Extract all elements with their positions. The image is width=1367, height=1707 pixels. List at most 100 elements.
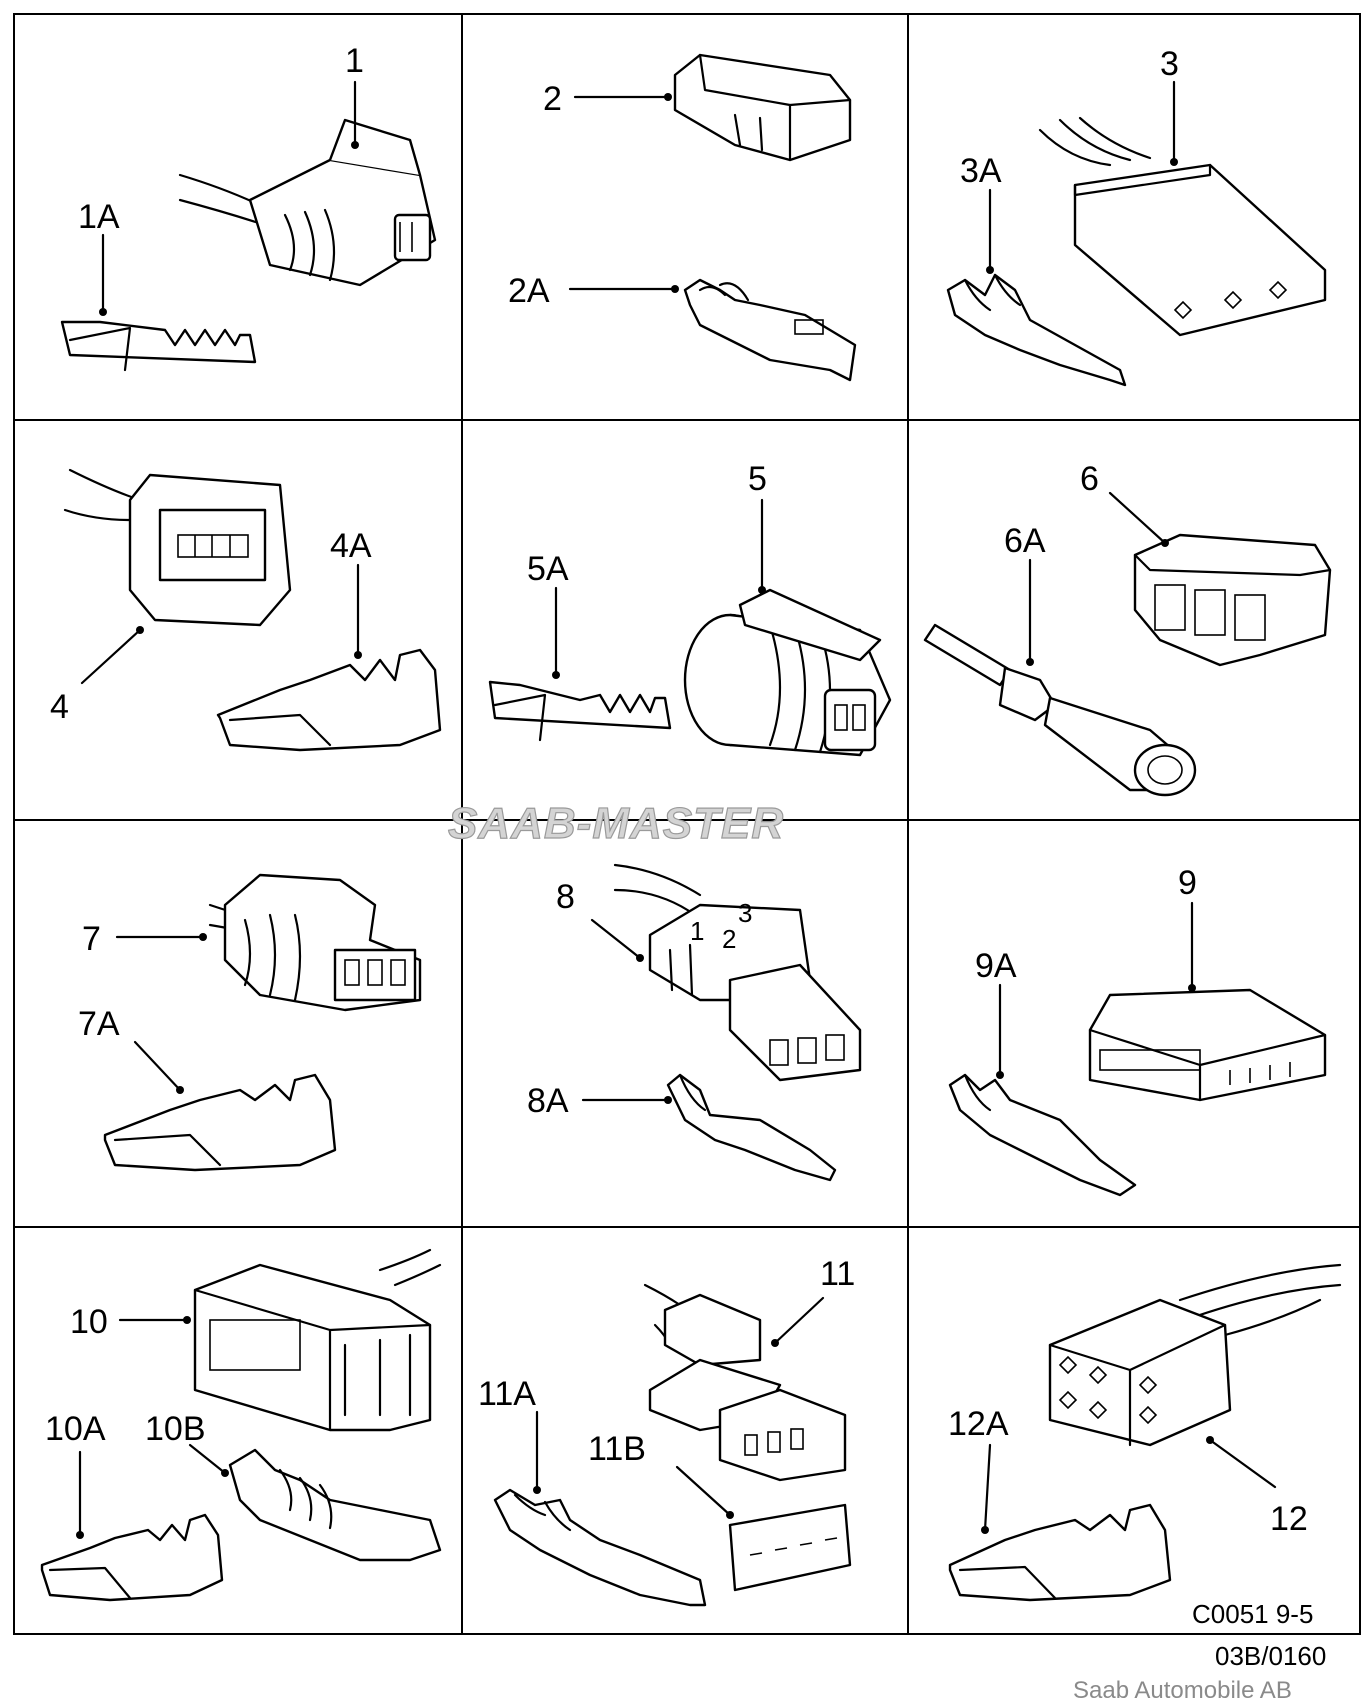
panel-6: 6 6A [923,460,1332,797]
panel-4: 4 4A [50,468,442,752]
terminal-7a-drawing [103,1073,337,1172]
connector-3-drawing [1038,116,1327,337]
label-6a: 6A [1004,522,1046,560]
terminal-5a-drawing [488,680,672,742]
connector-2-drawing [673,53,852,162]
label-9: 9 [1178,864,1197,902]
leader-6 [1108,491,1167,545]
terminal-12a-drawing [948,1503,1172,1602]
connector-6-drawing [1133,533,1332,667]
leader-2a-dot [671,285,679,293]
leader-11 [773,1296,825,1345]
connector-10-drawing [193,1248,442,1432]
label-10b: 10B [145,1410,206,1448]
terminal-2a-drawing [683,278,857,382]
leader-6-dot [1161,539,1169,547]
panel-11: 11 11A 11B [478,1255,855,1607]
connector-4-drawing [63,468,292,627]
label-5: 5 [748,460,767,498]
label-12a: 12A [948,1405,1009,1443]
terminal-11b-drawing [728,1503,852,1592]
terminal-9a-drawing [948,1073,1137,1197]
leader-5a-dot [552,671,560,679]
leader-12 [1208,1438,1277,1489]
leader-6a-dot [1026,658,1034,666]
label-7: 7 [82,920,101,958]
leader-11a-dot [533,1486,541,1494]
panel-8: 1 2 3 8 8A [527,863,862,1182]
leader-2-dot [664,93,672,101]
connector-7-drawing [208,873,422,1012]
leader-10a-dot [76,1531,84,1539]
label-5a: 5A [527,550,569,588]
credit-text: Saab Automobile AB [1073,1677,1292,1704]
panel-2: 2 2A [508,53,857,382]
panel-9: 9 9A [948,864,1327,1197]
label-3: 3 [1160,45,1179,83]
label-10: 10 [70,1303,108,1341]
connector-8-pin-1: 1 [690,916,704,946]
leader-12-dot [1206,1436,1214,1444]
label-3a: 3A [960,152,1002,190]
leader-10-dot [183,1316,191,1324]
leader-8a-dot [664,1096,672,1104]
panel-7: 7 7A [78,873,422,1172]
connector-8-drawing: 1 2 3 [613,863,862,1082]
leader-7-dot [199,933,207,941]
label-6: 6 [1080,460,1099,498]
leader-8 [590,918,642,960]
leader-11-dot [771,1339,779,1347]
label-10a: 10A [45,1410,106,1448]
leader-3a-dot [986,266,994,274]
leader-10b [188,1443,227,1475]
reference-code: C0051 9-5 [1192,1599,1313,1629]
leader-11b-dot [726,1511,734,1519]
connector-5-drawing [683,588,892,757]
label-11a: 11A [478,1375,536,1413]
leader-7a [133,1040,182,1092]
watermark-text: SAAB-MASTER [448,799,784,848]
terminal-1a-drawing [60,320,257,372]
leader-10b-dot [221,1469,229,1477]
label-8: 8 [556,878,575,916]
leader-12a [983,1443,992,1532]
label-7a: 7A [78,1005,120,1043]
label-11: 11 [820,1255,855,1293]
terminal-10b-drawing [228,1448,442,1562]
terminal-4a-drawing [216,648,442,752]
label-8a: 8A [527,1082,569,1120]
label-9a: 9A [975,947,1017,985]
label-2: 2 [543,80,562,118]
panel-grid [13,13,1361,1635]
leader-4-dot [136,626,144,634]
terminal-11a-drawing [493,1488,707,1607]
connector-8-pin-2: 2 [722,924,736,954]
leader-5-dot [758,586,766,594]
leader-4a-dot [354,651,362,659]
label-11b: 11B [588,1430,646,1468]
connector-9-drawing [1088,988,1327,1102]
leader-1a-dot [99,308,107,316]
connector-8-pin-3: 3 [738,898,752,928]
leader-8-dot [636,954,644,962]
leader-9-dot [1188,984,1196,992]
leader-12a-dot [981,1526,989,1534]
label-4a: 4A [330,527,372,565]
terminal-10a-drawing [40,1513,224,1602]
panel-12: 12 12A [948,1263,1342,1602]
connector-11-drawing [643,1283,847,1482]
leader-4 [80,628,142,685]
label-2a: 2A [508,272,550,310]
reference-sheet: 03B/0160 [1215,1641,1326,1671]
terminal-8a-drawing [666,1073,837,1182]
connector-1-drawing [178,118,437,287]
panel-5: 5 5A [488,460,892,757]
panel-10: 10 10A 10B [40,1248,442,1602]
label-1: 1 [345,42,364,80]
panel-1: 1 1A [60,42,437,372]
leader-9a-dot [996,1071,1004,1079]
leader-11b [675,1465,732,1517]
label-4: 4 [50,688,69,726]
terminal-3a-drawing [946,273,1127,387]
